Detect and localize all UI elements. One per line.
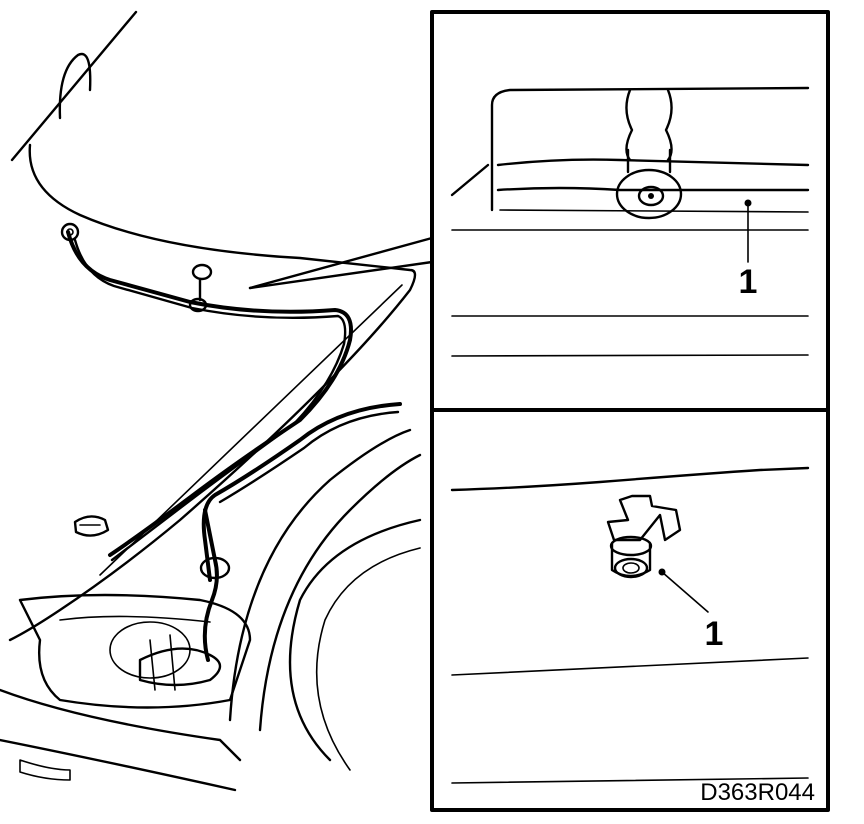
panel-edge-left	[450, 163, 490, 197]
leader-line-lower	[248, 260, 434, 290]
headlamp-lens	[109, 621, 191, 679]
bonnet-outline	[8, 143, 417, 642]
hose-engine-bay-2	[218, 410, 400, 504]
washer-jet-left	[60, 222, 80, 242]
washer-jet-with-clip	[606, 494, 682, 579]
washer-hose-inner	[73, 238, 347, 562]
callout-1-bottom: 1	[705, 615, 724, 653]
wheel-arch-inner	[315, 547, 421, 771]
top-inset-line-2	[451, 354, 809, 357]
panel-outline	[490, 86, 810, 212]
bumper-lower	[0, 738, 237, 792]
panel-rib-bottom	[499, 209, 809, 213]
panel-rib-lower	[496, 186, 810, 192]
pump-body	[199, 556, 231, 580]
bottom-panel-line	[451, 657, 809, 676]
wheel-arch-outer	[288, 518, 422, 762]
mirror-outline	[58, 52, 92, 120]
washer-pump	[138, 647, 222, 687]
leader-line-upper	[248, 236, 434, 290]
washer-jet-nozzle	[615, 148, 683, 220]
bottom-base-line	[451, 777, 809, 784]
headlamp-outline	[18, 593, 252, 709]
callout-leader-bottom	[661, 571, 709, 613]
figure-code: D363R044	[700, 779, 815, 806]
fender-inner	[258, 453, 422, 732]
washer-jet-centre	[188, 263, 213, 313]
bottom-inset: 1 D363R044	[450, 466, 815, 806]
a-pillar-line	[10, 10, 138, 162]
top-inset: 1	[450, 86, 810, 357]
callout-1-top: 1	[739, 263, 758, 301]
bumper-slot	[19, 759, 71, 781]
bumper-top	[0, 688, 242, 762]
fender-line	[228, 428, 412, 722]
pump-hose	[202, 508, 219, 662]
pump-brackets	[149, 634, 176, 691]
reservoir-filler	[73, 515, 110, 537]
bottom-panel-edge	[450, 466, 810, 492]
car-front-overview	[0, 10, 434, 792]
headlamp-line-1	[59, 615, 211, 623]
panel-rib-upper	[496, 158, 810, 167]
